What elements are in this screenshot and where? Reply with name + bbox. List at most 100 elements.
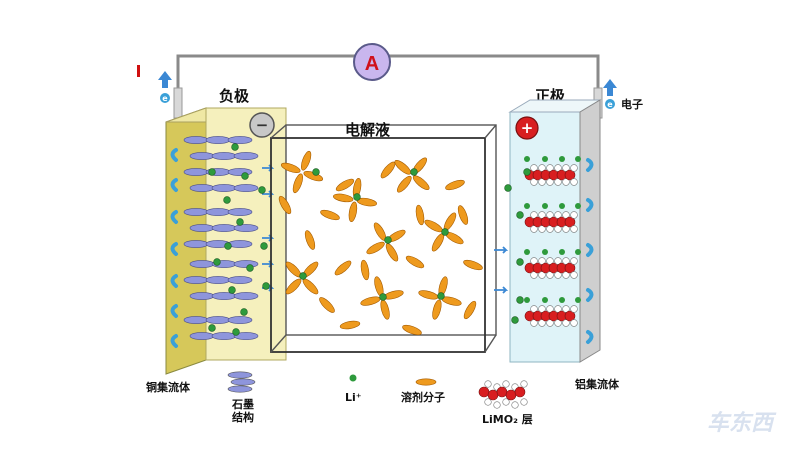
lithium-ion <box>524 249 530 255</box>
oxide-atom <box>478 386 490 398</box>
lithium-ion <box>379 293 387 301</box>
legend-graphite-line1: 石墨 <box>231 398 254 411</box>
lithium-ion <box>516 258 524 266</box>
graphite-layer <box>233 152 259 160</box>
oxygen-atom <box>570 305 578 313</box>
solvent-molecule <box>319 297 335 313</box>
oxygen-atom <box>530 319 538 327</box>
oxygen-atom <box>538 319 546 327</box>
graphite-layer <box>189 152 215 160</box>
electrolyte-box: 电解液 <box>270 121 497 353</box>
oxygen-atom <box>554 211 562 219</box>
lithium-ion <box>575 249 581 255</box>
graphite-layer <box>183 168 209 176</box>
graphite-layer <box>211 184 237 192</box>
positive-sign-icon <box>515 116 539 140</box>
solvent-molecule <box>394 159 412 175</box>
lithium-ion <box>208 324 216 332</box>
lithium-ion <box>437 292 445 300</box>
graphite-layer <box>227 136 253 144</box>
lithium-ion <box>516 211 524 219</box>
lithium-ion <box>228 286 236 294</box>
oxygen-atom <box>502 398 510 406</box>
up-arrow-icon <box>603 79 617 96</box>
legend-limo2-icon <box>478 380 528 409</box>
legend-graphite-icon <box>227 371 256 393</box>
lithium-ion <box>262 282 270 290</box>
oxygen-atom <box>520 380 528 388</box>
graphite-layer <box>233 184 259 192</box>
oxygen-atom <box>554 305 562 313</box>
solvent-molecule <box>366 241 385 255</box>
graphite-layer <box>205 276 231 284</box>
ammeter-label: A <box>365 53 379 75</box>
lithium-ion <box>559 156 565 162</box>
oxide-atom <box>496 386 508 398</box>
oxygen-atom <box>546 178 554 186</box>
graphite-layer <box>189 184 215 192</box>
limo2-layers <box>524 156 581 327</box>
lithium-ion <box>384 236 392 244</box>
negative-terminal <box>173 87 183 119</box>
oxygen-atom <box>538 305 546 313</box>
electron-arrow-icon <box>586 198 594 212</box>
electron-icon <box>160 93 170 103</box>
electron-arrow-icon <box>586 158 594 172</box>
legend-li-ion: Li⁺ <box>345 391 362 404</box>
electrolyte-back <box>285 124 497 336</box>
oxygen-atom <box>554 257 562 265</box>
lithium-ion <box>246 264 254 272</box>
lithium-ion <box>236 218 244 226</box>
lithium-ion <box>575 297 581 303</box>
legend-limo2-layer: LiMO₂ 层 <box>482 413 533 426</box>
electron-arrow-icon <box>170 334 178 348</box>
watermark: 车东西 <box>707 410 777 436</box>
lithium-ion <box>240 308 248 316</box>
electron-arrow-icon <box>170 304 178 318</box>
up-arrow-icon <box>158 71 172 88</box>
graphite-layer <box>227 316 253 324</box>
lithium-ion <box>231 143 239 151</box>
oxygen-atom <box>530 164 538 172</box>
solvent-molecule <box>412 175 430 191</box>
edge-mark <box>137 65 140 77</box>
oxygen-atom <box>530 178 538 186</box>
oxygen-atom <box>530 211 538 219</box>
solvent-molecule <box>300 150 312 171</box>
oxygen-atom <box>562 178 570 186</box>
electron-arrow-icon <box>170 178 178 192</box>
solvent-molecule <box>304 230 316 250</box>
graphite-layer <box>183 208 209 216</box>
graphite-layer <box>233 332 259 340</box>
solvent-molecules <box>278 150 483 336</box>
electron-label: 电子 <box>621 97 643 111</box>
ammeter <box>353 43 391 81</box>
oxide-atom <box>505 389 517 401</box>
cathode-electron-arrows <box>494 158 594 344</box>
solvent-molecule <box>385 243 399 262</box>
solvent-molecule <box>415 204 425 226</box>
solvent-molecule <box>320 209 340 221</box>
lithium-ion <box>213 258 221 266</box>
solvent-molecule <box>463 259 483 271</box>
oxide-atom <box>564 310 576 322</box>
oxygen-atom <box>570 257 578 265</box>
oxygen-atom <box>530 305 538 313</box>
aluminum-collector-side <box>579 99 601 363</box>
solvent-molecule <box>360 296 381 306</box>
graphite-layer <box>227 276 253 284</box>
oxygen-atom <box>562 225 570 233</box>
graphite-layer <box>233 260 259 268</box>
oxygen-atom <box>538 178 546 186</box>
legend-li-ion-icon <box>349 374 357 382</box>
lithium-ion <box>542 297 548 303</box>
lithium-ion <box>542 203 548 209</box>
oxygen-atom <box>546 164 554 172</box>
solvent-molecule <box>278 195 292 215</box>
electron-arrow-icon <box>170 274 178 288</box>
left-electron-arrow: e <box>158 71 172 103</box>
oxygen-atom <box>546 211 554 219</box>
lithium-ion <box>542 249 548 255</box>
oxygen-atom <box>546 319 554 327</box>
